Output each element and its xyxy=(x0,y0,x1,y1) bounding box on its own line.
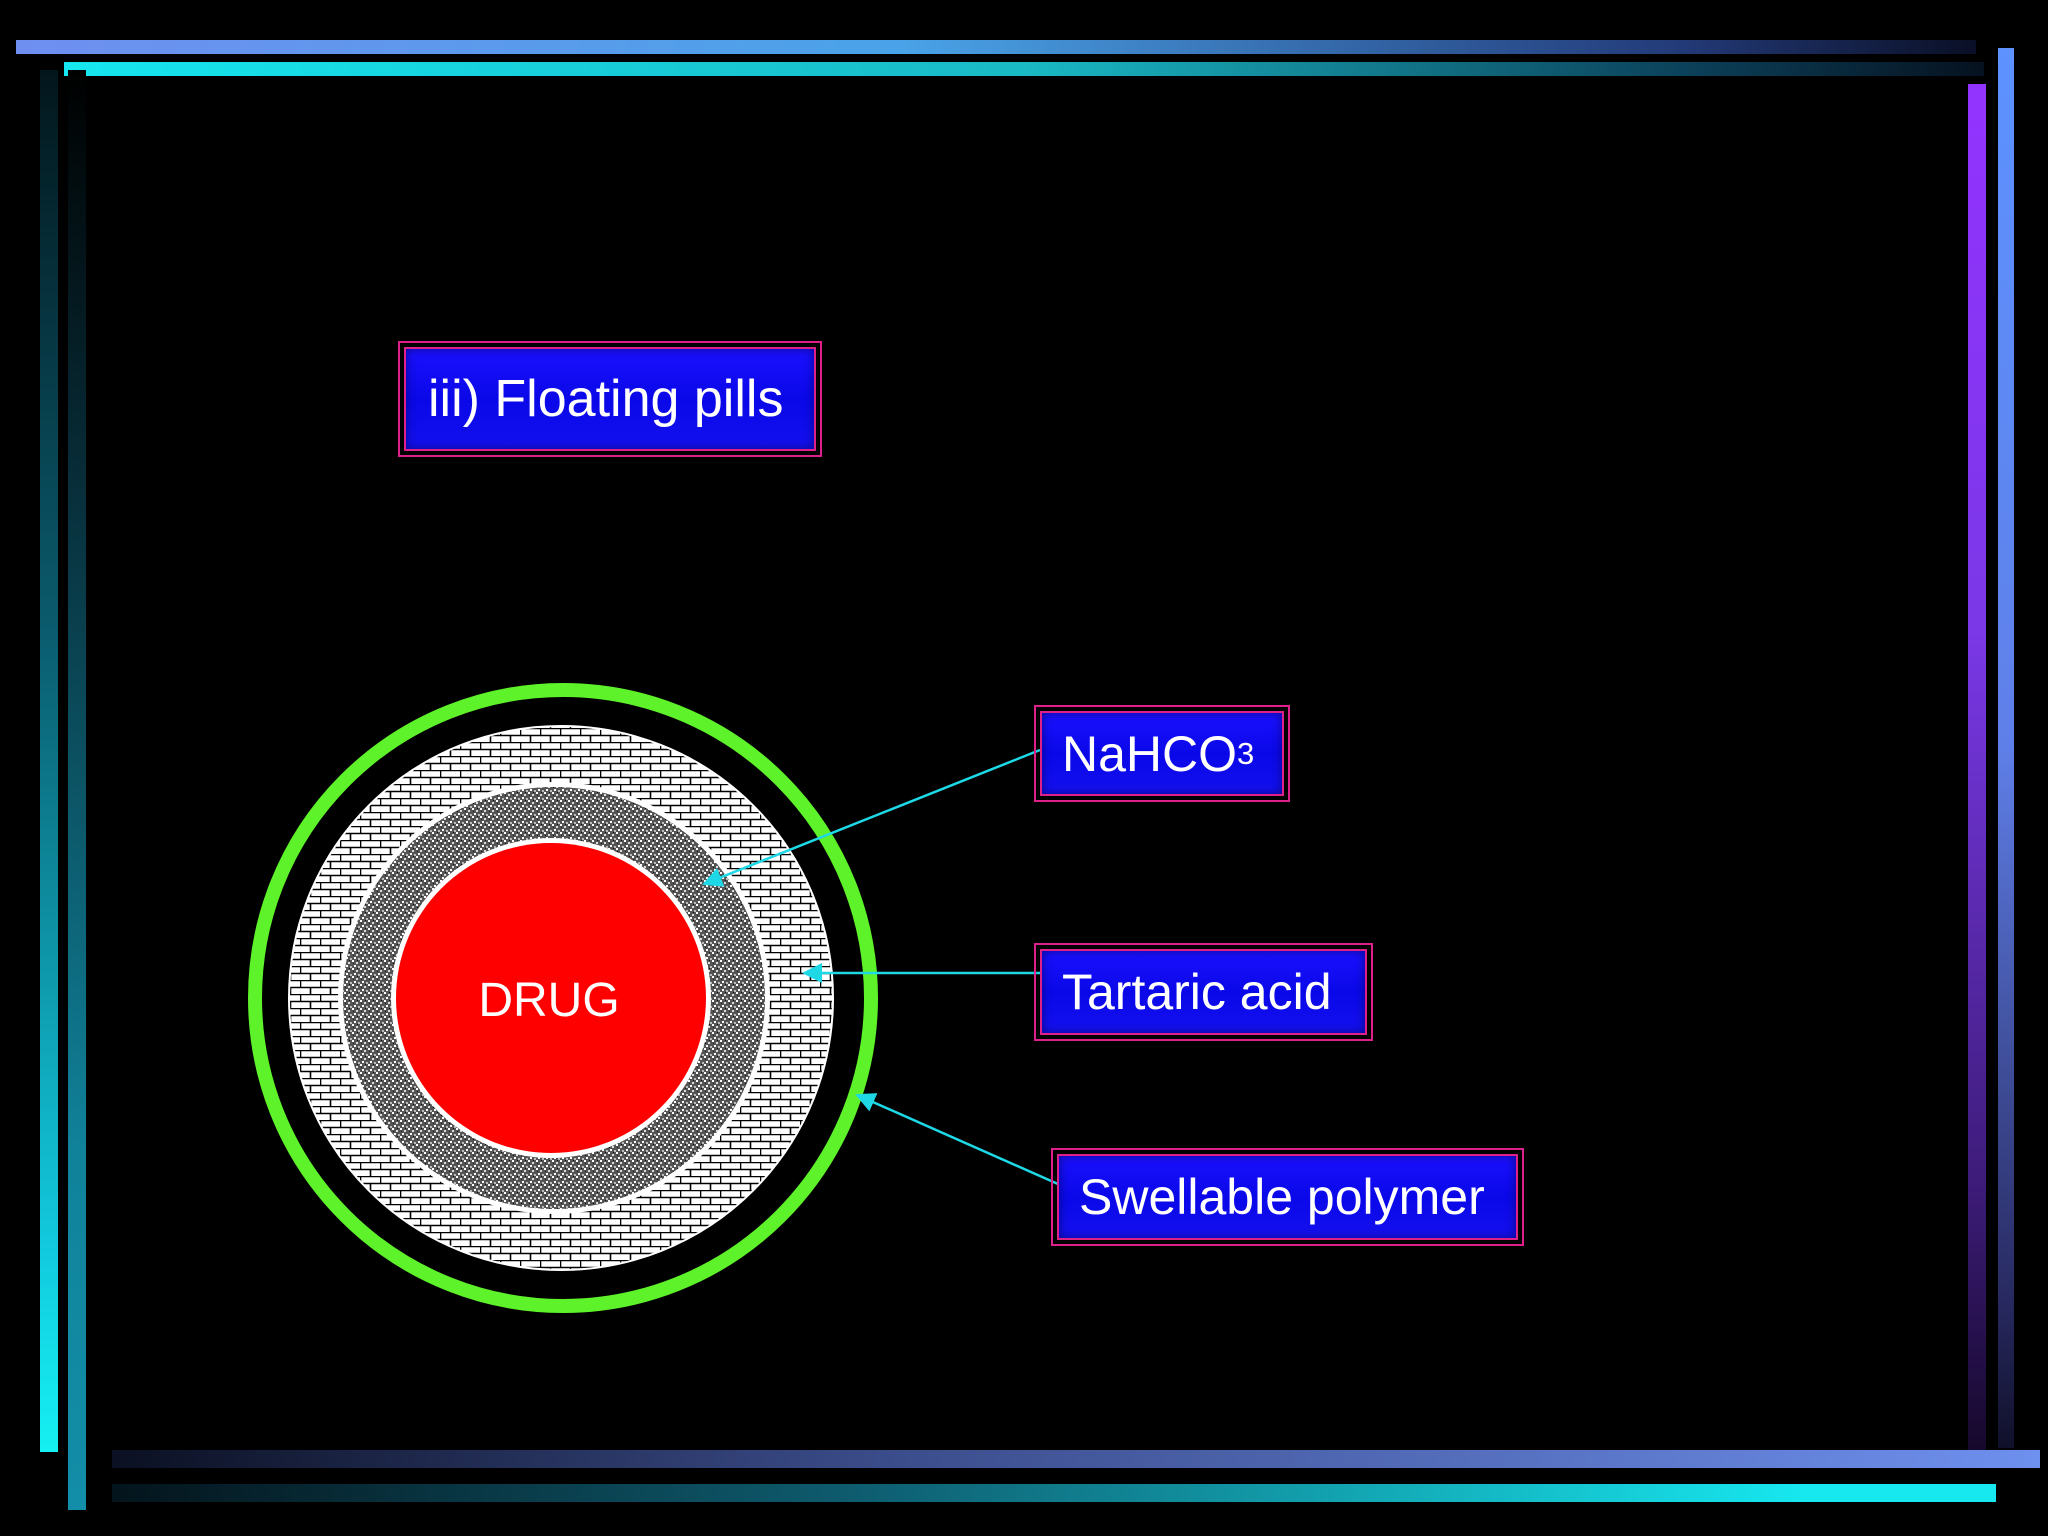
swellable-polymer-label: Swellable polymer xyxy=(1057,1154,1518,1240)
frame-bar-left-inner xyxy=(68,70,86,1510)
frame-bar-left-outer xyxy=(40,70,58,1452)
frame-bar-top-inner xyxy=(64,62,1984,76)
frame-bar-right-inner xyxy=(1968,84,1986,1454)
nahco3-label-main: NaHCO xyxy=(1062,725,1238,782)
frame-bar-top-outer xyxy=(16,40,1976,54)
arrow-swellable-polymer xyxy=(855,1093,1077,1194)
swellable-polymer-ring xyxy=(248,683,878,1313)
nahco3-label-subscript: 3 xyxy=(1237,735,1255,771)
arrow-nahco3 xyxy=(702,748,1041,887)
slide-title: iii) Floating pills xyxy=(404,347,816,451)
tartaric-acid-label: Tartaric acid xyxy=(1040,949,1367,1035)
swellable-polymer-label-box: Swellable polymer xyxy=(1051,1148,1524,1246)
frame-bar-bottom-lower xyxy=(112,1484,1996,1502)
slide-title-box: iii) Floating pills xyxy=(398,341,822,457)
drug-label: DRUG xyxy=(478,974,619,1027)
frame-bar-bottom-upper xyxy=(112,1450,2040,1468)
tartaric-acid-label-box: Tartaric acid xyxy=(1034,943,1373,1041)
frame-bar-right-outer xyxy=(1998,48,2014,1448)
drug-core xyxy=(396,843,706,1153)
